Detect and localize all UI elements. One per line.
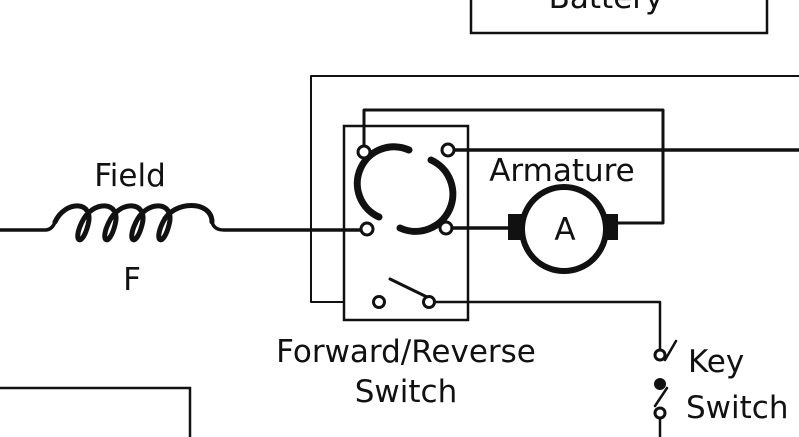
key-switch-blade-lower <box>653 386 669 408</box>
switch-label-line1: Forward/Reverse <box>276 334 536 370</box>
key-switch-terminal-top <box>653 348 667 362</box>
armature-symbol: A <box>554 212 575 248</box>
switch-label-line2: Switch <box>355 374 458 410</box>
key-switch-label-line2: Switch <box>686 390 789 426</box>
key-switch-label-line1: Key <box>688 344 744 380</box>
key-switch-terminal-bottom <box>653 406 667 420</box>
switch-terminal-bottom-right <box>438 220 454 236</box>
bottom-left-box <box>0 386 192 437</box>
field-symbol: F <box>123 262 141 298</box>
key-switch-wire <box>433 300 662 352</box>
switch-contact-moving <box>422 295 436 309</box>
forward-reverse-switch-housing <box>342 124 470 322</box>
battery-box <box>469 0 769 35</box>
key-switch-pivot <box>654 378 666 390</box>
field-output-wire <box>210 220 362 232</box>
outer-wire <box>310 75 799 303</box>
switch-terminal-bottom-left <box>359 221 375 237</box>
armature-brush-left <box>508 214 522 240</box>
field-input-wire <box>0 220 57 232</box>
field-label: Field <box>94 158 166 194</box>
switch-contact-fixed <box>372 295 386 309</box>
reversing-contact-left <box>353 143 413 221</box>
key-switch-blade-upper <box>663 339 678 362</box>
armature-motor <box>519 184 609 274</box>
switch-terminal-top-right <box>440 142 456 158</box>
switch-blade <box>388 277 429 299</box>
field-coil <box>52 203 215 243</box>
battery-label: Battery <box>549 0 664 16</box>
switch-terminal-top-left <box>356 144 372 160</box>
switch-top-wire <box>362 108 665 225</box>
reversing-contact-right <box>396 156 457 235</box>
armature-label: Armature <box>489 153 635 189</box>
